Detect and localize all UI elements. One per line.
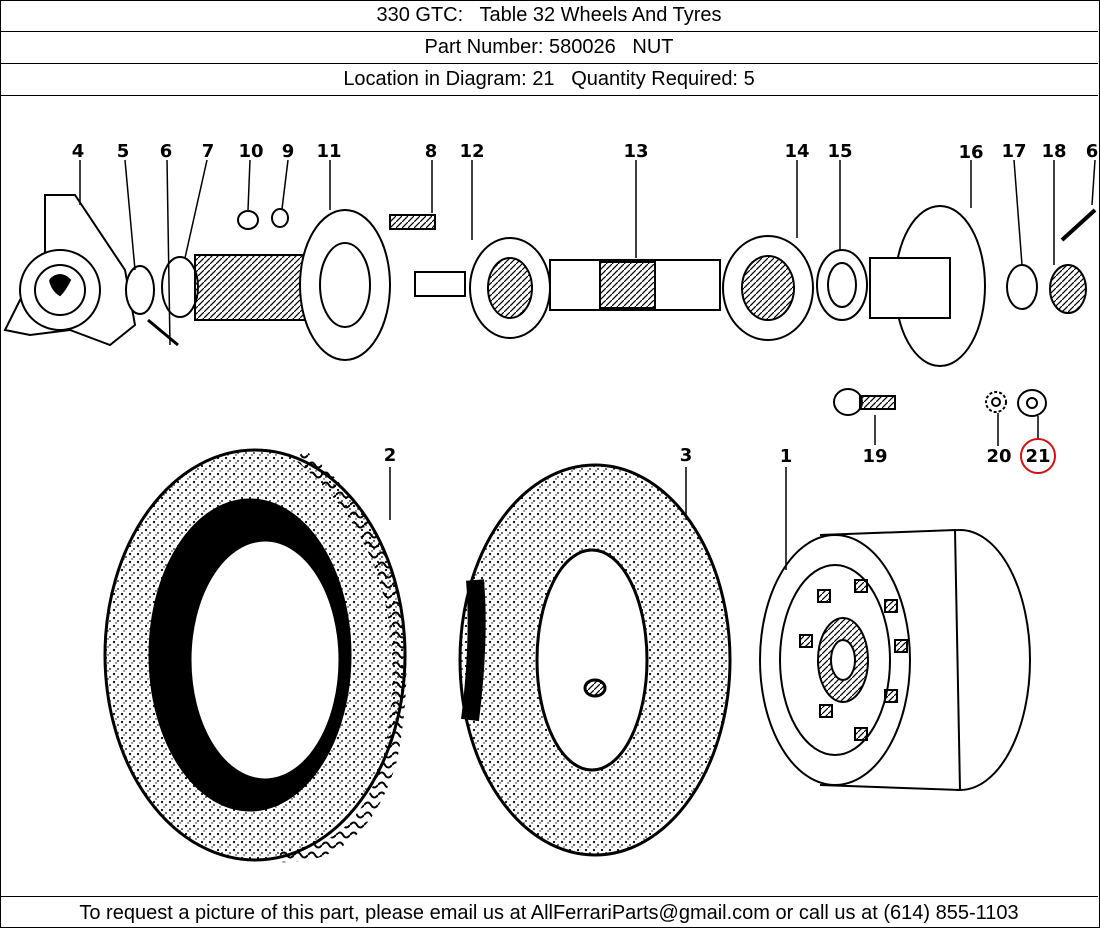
tyre	[103, 448, 407, 863]
callout-9: 9	[282, 141, 295, 162]
part-number-row: Part Number: 580026 NUT	[0, 32, 1098, 64]
table-title: Table 32 Wheels And Tyres	[479, 4, 722, 26]
callout-1: 1	[780, 446, 793, 467]
model-label: 330 GTC:	[376, 4, 464, 26]
exploded-view-drawing: 4 5 6 7 10 9 11 8 12 13 14 15 16 17 18 6…	[3, 141, 1098, 863]
part-name: NUT	[632, 36, 674, 58]
callout-17: 17	[1001, 141, 1026, 162]
callout-13: 13	[623, 141, 648, 162]
quantity-value: 5	[743, 68, 755, 90]
callout-14: 14	[784, 141, 809, 162]
location-row: Location in Diagram: 21 Quantity Require…	[0, 64, 1098, 96]
callout-6b: 6	[1086, 141, 1098, 162]
callout-16: 16	[958, 142, 983, 163]
callout-12: 12	[459, 141, 484, 162]
callout-10: 10	[238, 141, 263, 162]
contact-footer: To request a picture of this part, pleas…	[0, 896, 1098, 927]
callout-6: 6	[160, 141, 173, 162]
location-label: Location in Diagram:	[343, 68, 527, 90]
upper-hub-assembly	[125, 205, 1097, 367]
callout-19: 19	[862, 446, 887, 467]
knock-off-spinner	[3, 194, 137, 347]
location-value: 21	[532, 68, 555, 90]
callout-20: 20	[986, 446, 1011, 467]
callout-3: 3	[680, 445, 693, 466]
part-number-label: Part Number:	[424, 36, 544, 58]
callout-2: 2	[384, 445, 397, 466]
inner-tube	[458, 463, 732, 857]
title-row: 330 GTC: Table 32 Wheels And Tyres	[0, 0, 1098, 32]
callout-5: 5	[117, 141, 130, 162]
callout-18: 18	[1041, 141, 1066, 162]
callout-8: 8	[425, 141, 438, 162]
leader-lines	[79, 159, 1096, 570]
small-hardware	[833, 388, 1047, 417]
callout-4: 4	[72, 141, 85, 162]
wheel-rim	[759, 528, 1031, 792]
callout-21: 21	[1025, 446, 1050, 467]
callout-labels: 4 5 6 7 10 9 11 8 12 13 14 15 16 17 18 6…	[72, 141, 1098, 474]
callout-15: 15	[827, 141, 852, 162]
part-number-value: 580026	[548, 36, 616, 58]
highlight-circle	[1020, 438, 1056, 474]
quantity-label: Quantity Required:	[571, 68, 738, 90]
parts-diagram: 4 5 6 7 10 9 11 8 12 13 14 15 16 17 18 6…	[0, 97, 1098, 896]
callout-11: 11	[316, 141, 341, 162]
callout-7: 7	[202, 141, 215, 162]
